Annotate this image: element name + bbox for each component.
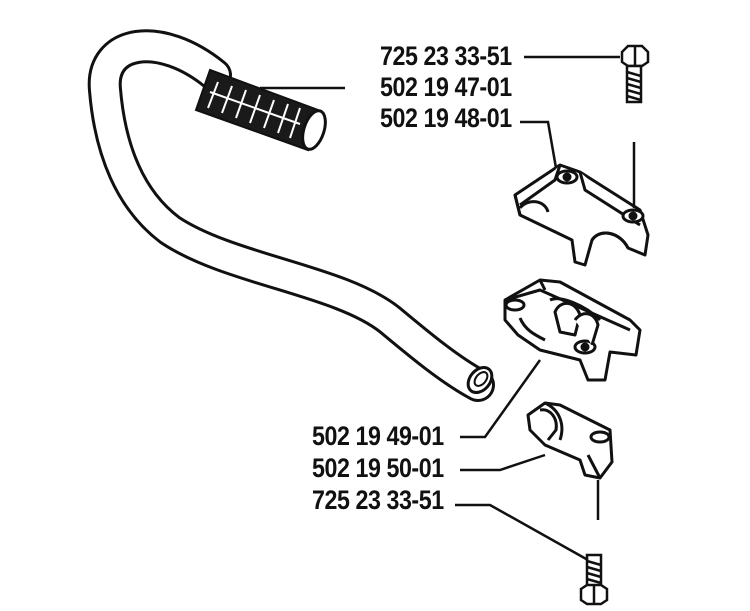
label-upper-clamp: 502 19 48-01 [380, 103, 512, 133]
rubber-grip [194, 68, 327, 152]
top-bolt-drawing [620, 44, 650, 104]
leader-clamp-half [460, 453, 546, 472]
label-bottom-bolt: 725 23 33-51 [312, 485, 444, 515]
lower-clamp-drawing [503, 278, 642, 382]
label-top-bolt: 725 23 33-51 [380, 41, 512, 71]
leader-lower-clamp [460, 359, 542, 439]
label-grip: 502 19 47-01 [380, 72, 512, 102]
leader-upper-clamp [520, 120, 558, 169]
handlebar-tube [87, 29, 495, 402]
bottom-bolt-drawing [579, 553, 609, 606]
tube-end [466, 365, 494, 395]
leader-lines [260, 55, 620, 562]
upper-clamp-drawing [513, 163, 650, 267]
label-lower-clamp: 502 19 49-01 [312, 421, 444, 451]
leader-bottom-bolt [455, 503, 589, 562]
clamp-half-drawing [526, 401, 614, 480]
label-clamp-half: 502 19 50-01 [312, 453, 444, 483]
